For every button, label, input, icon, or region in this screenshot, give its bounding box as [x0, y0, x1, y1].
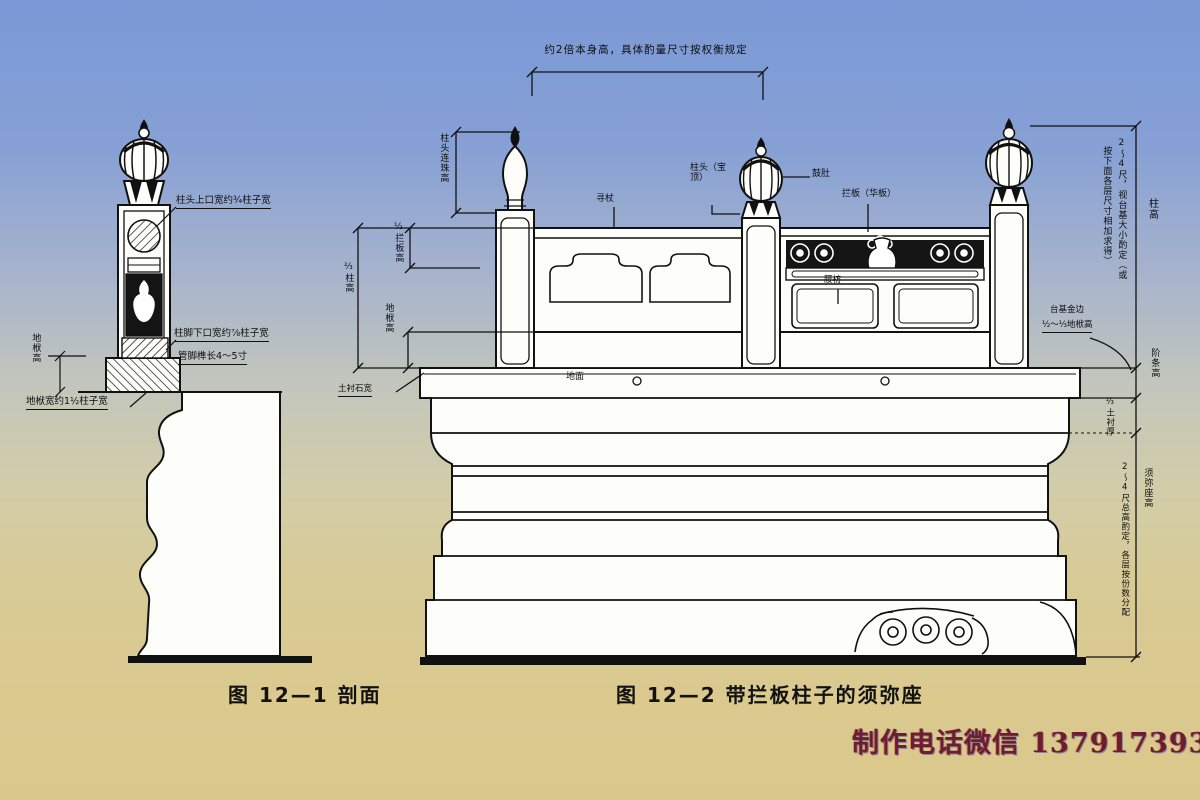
label-tuchen-thickness: ⅓土衬厚: [1104, 397, 1115, 437]
label-lanban: 拦板（华板）: [842, 189, 897, 199]
figure2-top-note: 约2倍本身高，具体酌量尺寸按权衡规定: [544, 44, 748, 56]
label-note-right-col1: 2～4尺，视台基大小酌定（或: [1116, 138, 1127, 280]
label-jietiao-height: 阶条高: [1149, 348, 1160, 378]
watermark-text: 制作电话微信 13791739397: [852, 728, 1200, 759]
label-pillar-head: 柱头（宝顶）: [690, 163, 727, 184]
label-tenon-note: 管脚榫长4～5寸: [178, 351, 248, 365]
label-xunzhang: 寻杖: [596, 194, 615, 204]
label-jinbian-2: ½～⅓地栿高: [1042, 320, 1093, 333]
label-pillar-height-right: 柱高: [1146, 198, 1158, 220]
label-difu-height: 地栿高: [30, 333, 41, 363]
label-tuchen-width: 土衬石宽: [338, 384, 373, 397]
baluster-pillars: [495, 204, 1029, 369]
label-head-height: 柱头连珠高: [438, 133, 449, 183]
label-head-width: 柱头上口宽约¾柱子宽: [176, 195, 271, 209]
figure2-caption: 图 12—2 带拦板柱子的须弥座: [616, 683, 924, 707]
label-panel-height: ½拦板高: [393, 222, 404, 263]
figure1-caption: 图 12—1 剖面: [228, 683, 382, 707]
label-difu-width: 地栿宽约1½柱子宽: [26, 396, 108, 410]
label-pillar-height-left: ⅔柱高: [343, 262, 354, 293]
label-jinbian-1: 台基金边: [1050, 305, 1085, 315]
figure-12-2-drawing: [352, 66, 1142, 665]
label-foot-width: 柱脚下口宽约⅞柱子宽: [174, 328, 269, 342]
label-difu-height-2: 地栿高: [383, 303, 394, 333]
label-sumeru-height: 须弥座高: [1142, 468, 1153, 508]
label-yaofang: 腰枋: [824, 275, 842, 285]
label-note-bottom: 2～4尺总高酌定，各层按份数分配: [1119, 462, 1130, 617]
figure-12-1-drawing: [48, 119, 312, 663]
label-ground: 地面: [566, 372, 585, 382]
label-note-right-col2: 按下面各层尺寸相加求得）: [1101, 146, 1112, 266]
label-bulb: 鼓肚: [812, 169, 831, 179]
